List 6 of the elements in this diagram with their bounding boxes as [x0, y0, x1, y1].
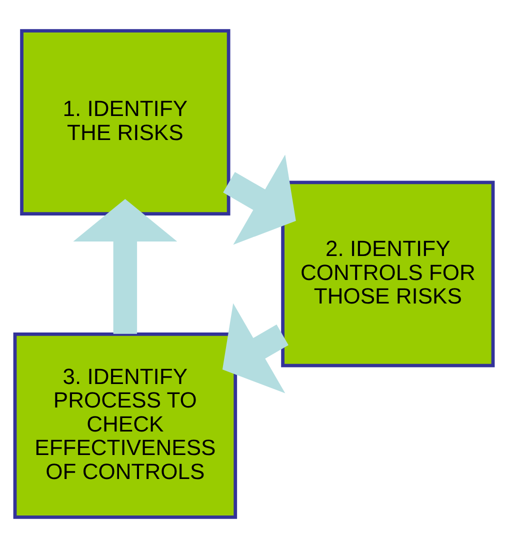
- node-box: 3. IDENTIFY PROCESS TO CHECK EFFECTIVENESS OF CONTROLS: [13, 332, 238, 519]
- node-box: 2. IDENTIFY CONTROLS FOR THOSE RISKS: [281, 180, 495, 368]
- arrow: [73, 199, 178, 334]
- arrow: [222, 303, 288, 394]
- arrow: [223, 154, 296, 245]
- node-box: 1. IDENTIFY THE RISKS: [20, 29, 230, 216]
